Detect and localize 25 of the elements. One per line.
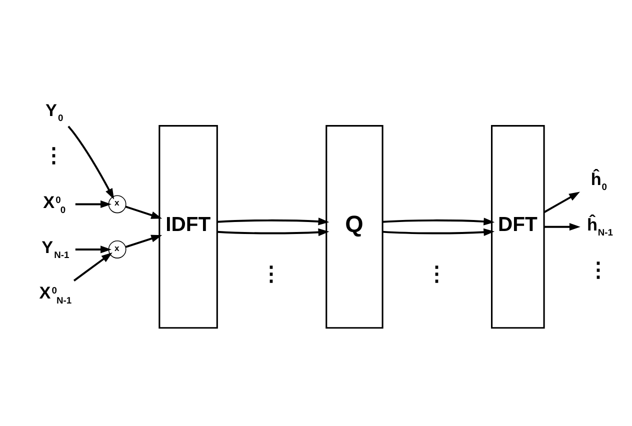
node-circle: x xyxy=(108,240,126,258)
node-text: ĥ$_{0}$ xyxy=(590,169,607,192)
node-circle: x xyxy=(108,195,126,214)
arrow xyxy=(382,228,495,236)
label: ⋮ xyxy=(261,264,282,286)
arrow xyxy=(544,223,580,231)
arrow xyxy=(125,206,162,219)
arrow xyxy=(68,126,114,200)
label: ⋮ xyxy=(588,260,608,282)
label: ⋮ xyxy=(426,264,447,286)
node-box: Q xyxy=(326,125,384,329)
arrow xyxy=(125,234,162,248)
arrow xyxy=(75,200,112,208)
arrow xyxy=(75,246,112,254)
node-text: Y$_{0}$ xyxy=(46,100,64,123)
arrow xyxy=(73,252,112,282)
node-box: DFT xyxy=(491,125,545,329)
arrow xyxy=(544,192,580,214)
arrow xyxy=(382,218,495,226)
node-text: Y$_{N-1}$ xyxy=(42,237,70,260)
label: ⋮ xyxy=(44,145,64,168)
node-text: ĥ$_{N-1}$ xyxy=(586,214,613,238)
arrow xyxy=(217,228,330,236)
arrow xyxy=(217,218,330,226)
node-box: IDFT xyxy=(158,125,218,329)
